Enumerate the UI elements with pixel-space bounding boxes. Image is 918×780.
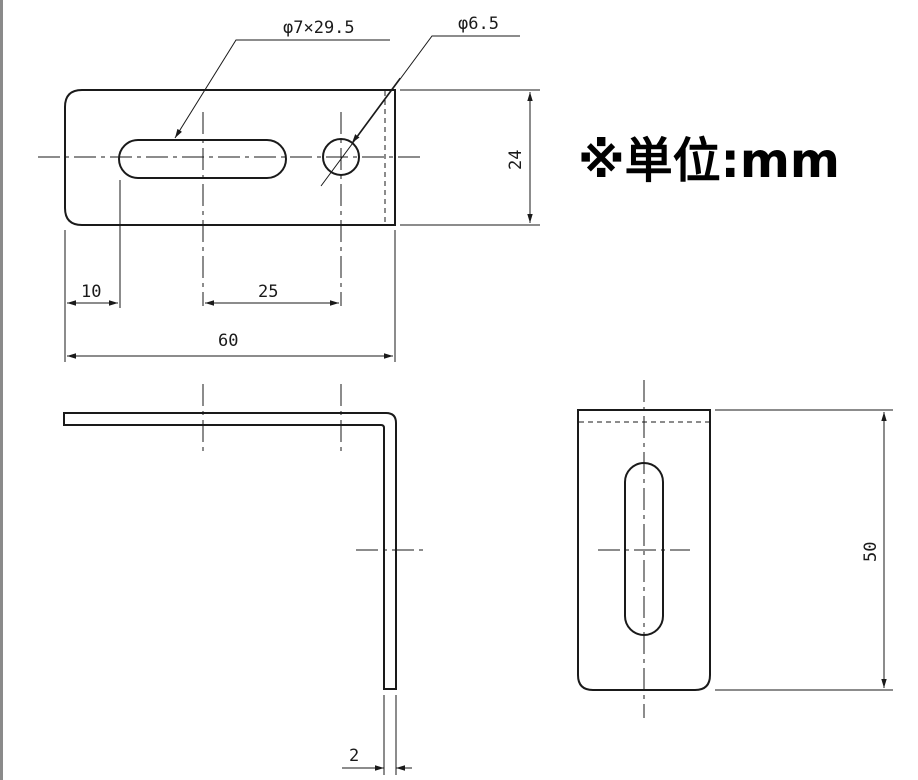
front-view: 2	[63, 384, 424, 775]
side-plate-outline	[577, 409, 711, 691]
slot-leader	[174, 39, 390, 139]
height-dimension-label: 24	[506, 150, 526, 170]
unit-note: ※単位:mm	[578, 133, 840, 189]
plate-outline	[64, 89, 396, 226]
offset-dimension-label: 10	[81, 282, 101, 302]
slot-dimension-label: φ7×29.5	[283, 18, 355, 38]
length-dimension-label: 60	[218, 331, 238, 351]
top-view: φ7×29.5 φ6.5 24 10 25 60	[38, 14, 540, 362]
spacing-dimension-label: 25	[258, 282, 278, 302]
l-profile-outline	[63, 412, 397, 690]
hole-leader-tip	[351, 77, 401, 144]
side-view: 50	[577, 380, 893, 718]
left-edge-bar	[0, 0, 3, 780]
hole-leader	[320, 35, 520, 187]
width-dimension-label: 50	[861, 542, 881, 562]
thickness-dimension-label: 2	[349, 746, 359, 766]
hole-dimension-label: φ6.5	[458, 14, 499, 34]
